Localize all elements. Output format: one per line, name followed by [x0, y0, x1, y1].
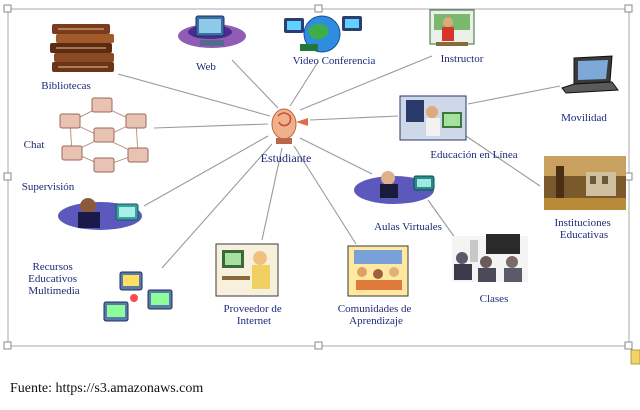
node-label-web: Web — [196, 61, 216, 73]
web-computer-icon — [178, 15, 246, 48]
resize-handle-bottom-right[interactable] — [624, 341, 633, 350]
node-label-comunidades: Comunidades de Aprendizaje — [338, 303, 414, 327]
edge-estudiante-supervision — [143, 135, 269, 207]
node-label-proveedor: Proveedor de Internet — [223, 303, 284, 327]
edge-estudiante-comunidades — [293, 145, 357, 245]
multimedia-computers-icon — [103, 271, 173, 322]
resize-handle-right[interactable] — [624, 172, 633, 181]
classroom-photo-icon — [452, 234, 528, 282]
edge-estudiante-video — [289, 61, 319, 107]
node-label-recursos: Recursos Educativos Multimedia — [28, 261, 80, 297]
edge-estudiante-chat — [153, 123, 269, 129]
chat-network-icon — [59, 97, 149, 173]
books-icon — [50, 24, 114, 72]
resize-handle-top-right[interactable] — [624, 4, 633, 13]
node-label-educacion: Educación en Línea — [430, 149, 517, 161]
student-head-icon — [271, 108, 308, 144]
node-label-instituciones: Instituciones Educativas — [555, 217, 614, 241]
supervision-icon — [58, 198, 142, 230]
edge-estudiante-instructor — [299, 55, 433, 111]
edge-aulas-clases — [427, 199, 459, 243]
resize-handle-top[interactable] — [314, 4, 323, 13]
selection-frame[interactable] — [3, 4, 640, 365]
node-label-aulas: Aulas Virtuales — [374, 221, 442, 233]
virtual-classroom-icon — [354, 171, 435, 204]
center-label: Estudiante — [261, 151, 312, 165]
layout-options-icon[interactable] — [630, 349, 640, 365]
source-caption: Fuente: https://s3.amazonaws.com — [10, 381, 203, 396]
internet-provider-icon — [215, 243, 279, 297]
connector-lines — [117, 55, 561, 269]
resize-handle-top-left[interactable] — [3, 4, 12, 13]
edge-estudiante-web — [231, 59, 279, 109]
edge-estudiante-aulas — [299, 137, 373, 175]
instructor-icon — [429, 9, 475, 46]
learning-community-icon — [347, 245, 409, 297]
resize-handle-left[interactable] — [3, 172, 12, 181]
campus-photo-icon — [544, 156, 626, 210]
edge-educacion-instituciones — [465, 135, 541, 187]
node-label-bibliotecas: Bibliotecas — [41, 80, 91, 92]
online-education-icon — [399, 95, 467, 141]
globe-network-icon — [284, 15, 362, 53]
edge-educacion-movilidad — [467, 85, 561, 105]
node-label-chat: Chat — [24, 139, 45, 151]
node-label-clases: Clases — [480, 293, 509, 305]
edge-estudiante-recursos — [161, 143, 273, 269]
node-label-supervision: Supervisión — [22, 181, 75, 193]
resize-handle-bottom-left[interactable] — [3, 341, 12, 350]
node-label-movilidad: Movilidad — [561, 112, 607, 124]
edge-estudiante-bibliotecas — [117, 73, 271, 117]
node-label-video: Video Conferencia — [293, 55, 376, 67]
node-label-instructor: Instructor — [441, 53, 484, 65]
edge-estudiante-proveedor — [261, 147, 283, 241]
edge-estudiante-educacion — [309, 115, 399, 121]
resize-handle-bottom[interactable] — [314, 341, 323, 350]
laptop-icon — [561, 55, 619, 94]
node-labels: Estudiante Bibliotecas Web Video Confere… — [22, 53, 614, 327]
